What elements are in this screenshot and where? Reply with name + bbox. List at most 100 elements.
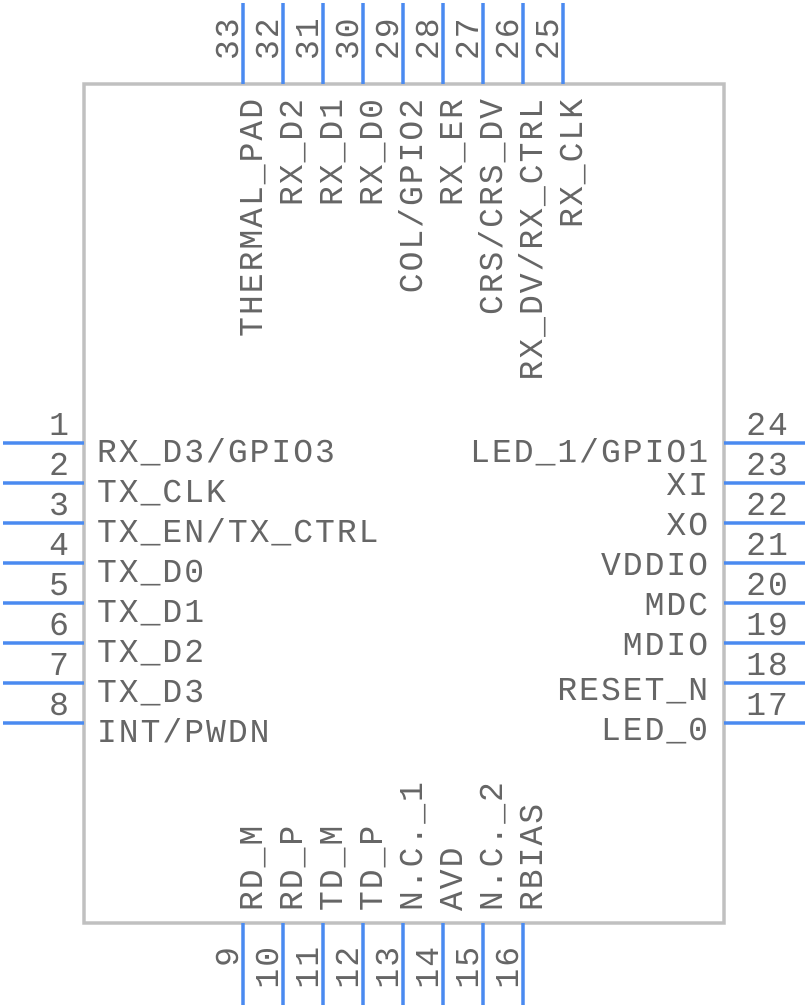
top-pins: 33THERMAL_PAD32RX_D231RX_D130RX_D029COL/… [211,3,592,380]
pin-13: 13 N.C._1 [371,780,432,1005]
pin-number: 11 [291,945,328,989]
pin-number: 29 [371,16,408,60]
pin-number: 6 [49,608,71,645]
pin-label-rx-d2: RX_D2 [275,97,312,206]
pin-7: 7TX_D3 [3,648,206,712]
pin-number: 14 [411,945,448,989]
pin-number: 3 [49,488,71,525]
pin-11: 11 TD_M [291,824,352,1005]
pin-number: 25 [531,16,568,60]
pin-label-tx-d2: TX_D2 [97,635,206,672]
pin-number: 16 [491,945,528,989]
pin-label-rd-p: RD_P [275,824,312,911]
pin-14: 14 AVD [411,846,472,1005]
pin-label-rbias: RBIAS [515,802,552,911]
pin-number: 26 [491,16,528,60]
pin-label-tx-en-tx-ctrl: TX_EN/TX_CTRL [97,515,380,552]
pin-number: 8 [49,688,71,725]
pin-1: 1RX_D3/GPIO3 [3,408,337,472]
pin-number: 12 [331,945,368,989]
pin-label-vddio: VDDIO [601,548,710,585]
pin-number: 1 [49,408,71,445]
pin-number: 21 [746,528,790,565]
pin-number: 33 [211,16,248,60]
pin-label-mdio: MDIO [623,628,710,665]
pin-number: 18 [746,648,790,685]
left-pins: 1RX_D3/GPIO32TX_CLK3TX_EN/TX_CTRL4TX_D05… [3,408,380,752]
pin-number: 9 [211,945,248,967]
pin-label-n-c-1: N.C._1 [395,780,432,911]
pin-2: 2TX_CLK [3,448,228,512]
pin-12: 12 TD_P [331,824,392,1005]
pin-label-led-0: LED_0 [601,713,710,750]
pin-label-crs-crs-dv: CRS/CRS_DV [475,97,512,315]
pin-3: 3TX_EN/TX_CTRL [3,488,380,552]
pin-4: 4TX_D0 [3,528,206,592]
pin-number: 28 [411,16,448,60]
pin-number: 17 [746,688,790,725]
pin-number: 32 [251,16,288,60]
pin-label-rx-d0: RX_D0 [355,97,392,206]
pin-number: 23 [746,448,790,485]
pin-number: 30 [331,16,368,60]
pin-number: 10 [251,945,288,989]
pin-label-thermal-pad: THERMAL_PAD [235,97,272,337]
pin-label-int-pwdn: INT/PWDN [97,715,271,752]
pin-16: 16 RBIAS [491,802,552,1005]
pin-label-td-p: TD_P [355,824,392,911]
pin-label-rx-er: RX_ER [435,97,472,206]
pin-label-rx-d3-gpio3: RX_D3/GPIO3 [97,435,337,472]
pin-label-tx-clk: TX_CLK [97,475,228,512]
bottom-pins: 9 RD_M 10 RD_P 11 TD_M 12 TD_P 13 N.C._1 14 AVD15N.… [211,780,552,1005]
pin-number: 31 [291,16,328,60]
pin-label-avd: AVD [435,846,472,911]
pin-label-rx-dv-rx-ctrl: RX_DV/RX_CTRL [515,97,552,380]
pin-label-rx-d1: RX_D1 [315,97,352,206]
pin-label-col-gpio2: COL/GPIO2 [395,97,432,293]
pin-label-rx-clk: RX_CLK [555,97,592,228]
pin-label-tx-d3: TX_D3 [97,675,206,712]
pin-number: 24 [746,408,790,445]
pin-number: 5 [49,568,71,605]
pin-number: 20 [746,568,790,605]
pin-10: 10 RD_P [251,824,312,1005]
pin-label-reset-n: RESET_N [557,673,710,710]
pin-label-td-m: TD_M [315,824,352,911]
pin-number: 19 [746,608,790,645]
pin-number: 22 [746,488,790,525]
pin-label-led-1-gpio1: LED_1/GPIO1 [470,435,710,472]
pin-15: 15N.C._2 [451,780,512,1005]
pin-label-xi: XI [666,468,710,505]
pin-label-n-c-2: N.C._2 [475,780,512,911]
pin-label-mdc: MDC [645,588,710,625]
pin-number: 13 [371,945,408,989]
pin-label-tx-d0: TX_D0 [97,555,206,592]
pin-number: 7 [49,648,71,685]
pin-label-tx-d1: TX_D1 [97,595,206,632]
pin-number: 27 [451,16,488,60]
pin-label-rd-m: RD_M [235,824,272,911]
component-body [82,82,726,925]
pin-5: 5TX_D1 [3,568,206,632]
pin-6: 6TX_D2 [3,608,206,672]
pin-number: 4 [49,528,71,565]
